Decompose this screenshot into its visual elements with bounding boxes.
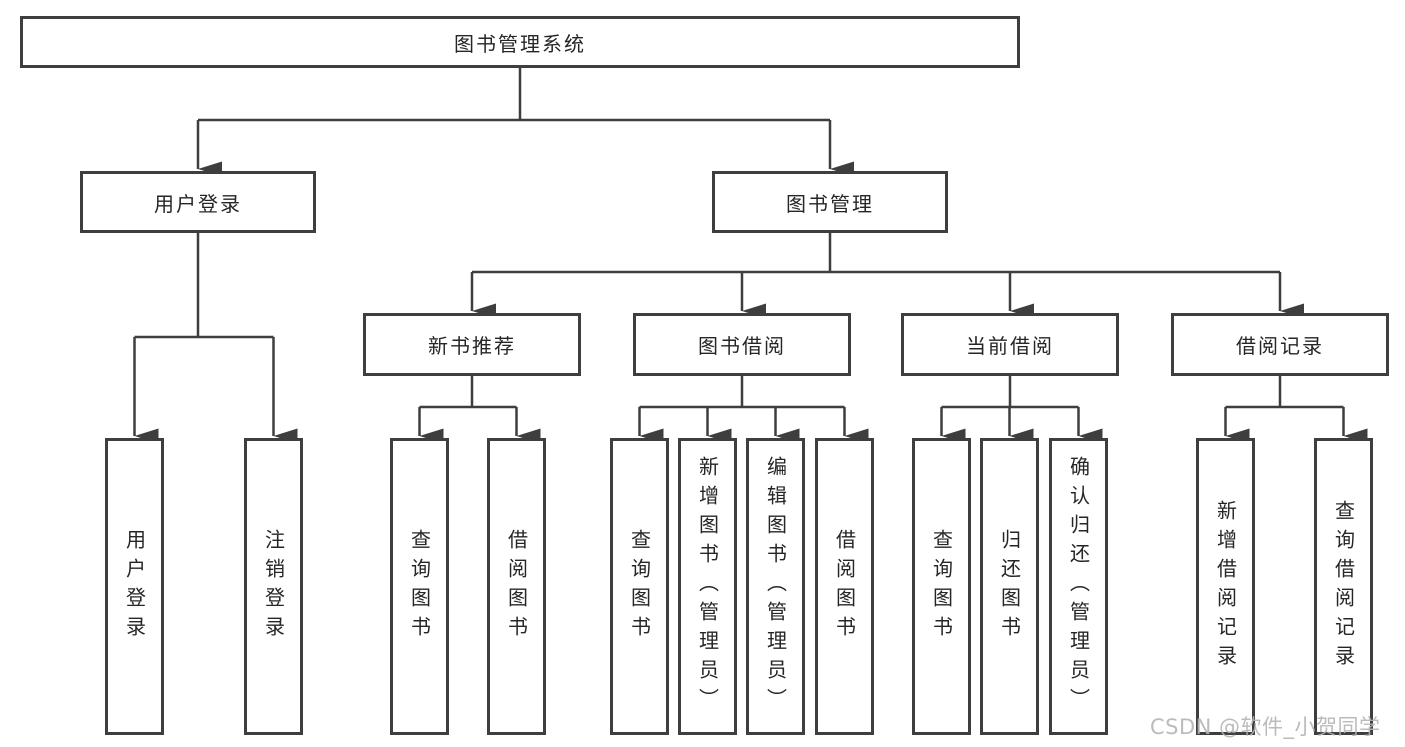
leaf-confirm-return-admin: 确认归还（管理员） [1049, 438, 1108, 735]
leaf-label: 新增借阅记录 [1213, 499, 1238, 674]
leaf-query-books-1: 查询图书 [390, 438, 449, 735]
leaf-user-login: 用户登录 [105, 438, 164, 735]
leaf-query-books-2: 查询图书 [610, 438, 669, 735]
node-book-management: 图书管理 [712, 171, 948, 233]
leaf-label: 查询图书 [929, 528, 954, 645]
connector-root-to-level2 [198, 68, 830, 122]
leaf-label: 新增图书（管理员） [695, 456, 720, 717]
leaf-label: 借阅图书 [504, 528, 529, 645]
connector-recommend-to-leaves [419, 376, 517, 409]
node-book-borrow: 图书借阅 [633, 313, 851, 376]
connector-bookmgmt-to-level3 [472, 233, 1280, 274]
leaf-add-book-admin: 新增图书（管理员） [678, 438, 737, 735]
connector-records-to-leaves [1225, 376, 1344, 409]
node-borrow-records: 借阅记录 [1171, 313, 1389, 376]
leaf-label: 用户登录 [122, 528, 147, 645]
leaf-borrow-books-1: 借阅图书 [487, 438, 546, 735]
leaf-label: 注销登录 [261, 528, 286, 645]
leaf-query-borrow-record: 查询借阅记录 [1314, 438, 1373, 735]
leaf-query-books-3: 查询图书 [912, 438, 971, 735]
connector-userlogin-to-leaves [134, 233, 274, 339]
leaf-label: 查询图书 [627, 528, 652, 645]
leaf-label: 查询借阅记录 [1331, 499, 1356, 674]
connector-borrow-to-leaves [639, 376, 845, 409]
node-library-management-system: 图书管理系统 [20, 16, 1020, 68]
node-current-borrow: 当前借阅 [901, 313, 1119, 376]
leaf-edit-book-admin: 编辑图书（管理员） [746, 438, 805, 735]
connector-current-to-leaves [941, 376, 1079, 409]
watermark: CSDN @软件_小贺同学 [1150, 715, 1381, 739]
leaf-label: 查询图书 [407, 528, 432, 645]
leaf-label: 归还图书 [997, 528, 1022, 645]
leaf-label: 确认归还（管理员） [1066, 456, 1091, 717]
leaf-borrow-books-2: 借阅图书 [815, 438, 874, 735]
leaf-logout: 注销登录 [244, 438, 303, 735]
node-user-login: 用户登录 [80, 171, 316, 233]
leaf-label: 编辑图书（管理员） [763, 456, 788, 717]
leaf-add-borrow-record: 新增借阅记录 [1196, 438, 1255, 735]
leaf-label: 借阅图书 [832, 528, 857, 645]
node-new-book-recommend: 新书推荐 [363, 313, 581, 376]
leaf-return-book: 归还图书 [980, 438, 1039, 735]
